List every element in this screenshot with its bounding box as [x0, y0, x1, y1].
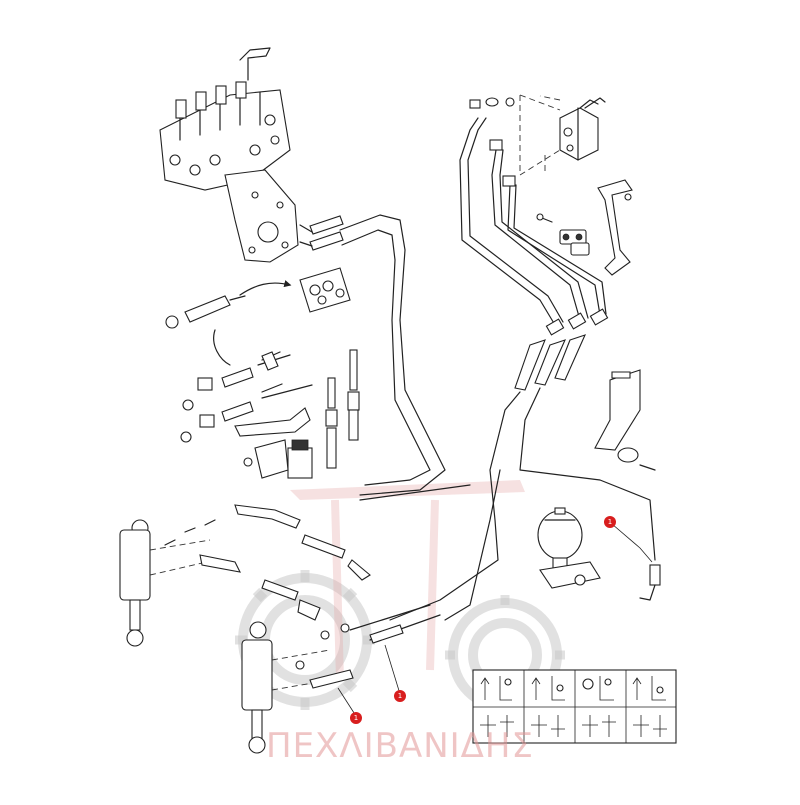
pipe-clamp — [536, 213, 590, 256]
accumulator — [537, 507, 661, 601]
hose-assemblies-lower — [164, 504, 404, 689]
callout-marker[interactable]: 1 — [350, 712, 362, 724]
callout-marker[interactable]: 1 — [604, 516, 616, 528]
hydraulic-cylinder-lower — [241, 621, 331, 754]
mounting-bracket-right — [594, 179, 656, 471]
adapter-fittings — [165, 280, 360, 479]
manifold-block — [299, 267, 351, 313]
flexible-hoses — [299, 214, 501, 641]
rigid-pipes — [459, 117, 609, 336]
selector-valve — [469, 94, 606, 176]
legend-panel — [472, 669, 677, 744]
hydraulic-cylinder-upper — [119, 519, 216, 647]
hose-fittings-cluster — [389, 334, 656, 621]
control-valve-assembly — [159, 47, 299, 263]
watermark-brand-text: ΠΕΧΛΙΒΑΝΙΔΗΣ — [266, 726, 534, 766]
callout-leaders — [337, 523, 653, 717]
callout-marker[interactable]: 1 — [394, 690, 406, 702]
